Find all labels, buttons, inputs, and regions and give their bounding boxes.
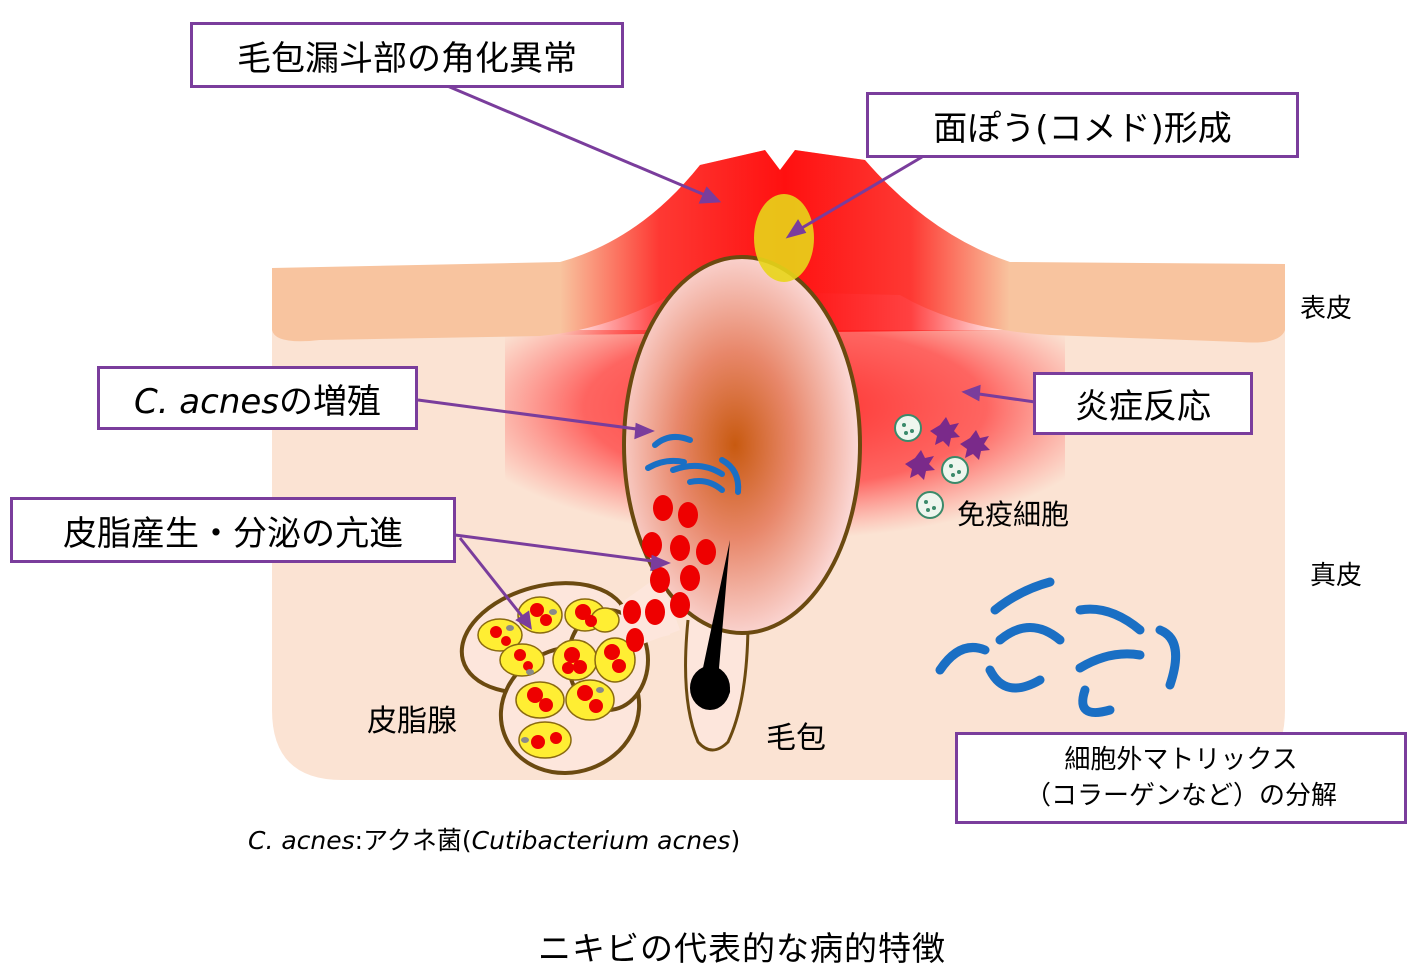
comedo-text: 面ぽう(コメド)形成 (933, 108, 1232, 149)
ecm-fragments (935, 577, 1181, 717)
sebum-droplets (623, 495, 716, 652)
annotation-arrows (417, 83, 1036, 630)
sebaceous-gland-text: 皮脂腺 (367, 704, 457, 739)
comedo-plug (754, 194, 814, 282)
hair-bulb (690, 666, 730, 710)
dermis-text: 真皮 (1310, 561, 1363, 591)
c-acnes-bacteria (645, 433, 742, 495)
ecm-line1: 細胞外マトリックス (1064, 745, 1298, 775)
c-acnes-label: C. acnesの増殖 (97, 366, 418, 430)
immune-cells-text: 免疫細胞 (957, 498, 1070, 531)
caption: ニキビの代表的な病的特徴 (538, 929, 946, 968)
comedo-label: 面ぽう(コメド)形成 (866, 92, 1299, 158)
hair-follicle-text: 毛包 (766, 721, 826, 756)
inflammation-text: 炎症反応 (1075, 387, 1211, 427)
keratinization-text: 毛包漏斗部の角化異常 (237, 38, 577, 79)
ecm-line2: （コラーゲンなど）の分解 (1024, 781, 1337, 811)
ecm-label: 細胞外マトリックス （コラーゲンなど）の分解 (955, 732, 1407, 824)
hair-shaft (700, 540, 731, 700)
footnote: C. acnes:アクネ菌(Cutibacterium acnes) (248, 821, 740, 857)
c-acnes-text: C. acnesの増殖 (134, 374, 381, 423)
inflammation-label: 炎症反応 (1033, 372, 1253, 435)
footnote-close: ) (730, 826, 741, 855)
sebum-text: 皮脂産生・分泌の亢進 (63, 513, 403, 554)
footnote-abbr: C. acnes (248, 826, 355, 855)
c-acnes-suffix: の増殖 (279, 381, 382, 422)
sebocytes (477, 596, 636, 759)
footnote-jp: :アクネ菌( (354, 826, 472, 855)
keratinization-label: 毛包漏斗部の角化異常 (190, 22, 624, 88)
footnote-sci-name: Cutibacterium acnes (471, 826, 731, 855)
immune-cells (894, 414, 990, 519)
epidermis-text: 表皮 (1300, 294, 1353, 324)
sebum-label: 皮脂産生・分泌の亢進 (10, 497, 456, 563)
c-acnes-italic: C. acnes (133, 381, 280, 422)
